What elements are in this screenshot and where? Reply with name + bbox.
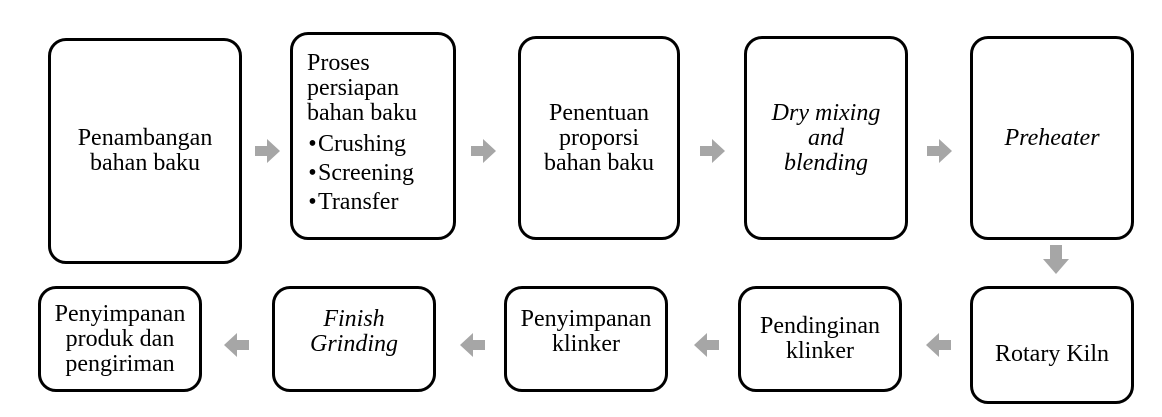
step-label: Finish Grinding xyxy=(309,306,398,357)
arrow-left-2 xyxy=(694,333,719,357)
step-preheater: Preheater xyxy=(970,36,1134,240)
arrow-down xyxy=(1043,245,1069,274)
step-label: Preheater xyxy=(1004,124,1100,151)
step-label: Penentuan proporsi bahan baku xyxy=(544,99,654,176)
step-penentuan-proporsi: Penentuan proporsi bahan baku xyxy=(518,36,680,240)
step-rotary-kiln: Rotary Kiln xyxy=(970,286,1134,404)
bullet-item: •Crushing xyxy=(308,131,407,157)
step-penyimpanan-klinker: Penyimpanan klinker xyxy=(504,286,668,392)
arrow-right-1 xyxy=(255,139,280,163)
step-finish-grinding: Finish Grinding xyxy=(272,286,436,392)
arrow-left-1 xyxy=(926,333,951,357)
arrow-right-3 xyxy=(700,139,725,163)
step-penambangan-bahan-baku: Penambangan bahan baku xyxy=(48,38,242,264)
step-label: Penambangan bahan baku xyxy=(77,125,213,176)
step-proses-persiapan-bahan-baku: Proses persiapan bahan baku •Crushing •S… xyxy=(290,32,456,240)
step-label: Dry mixing and blending xyxy=(771,99,881,176)
bullet-item: •Transfer xyxy=(308,189,399,215)
arrow-left-3 xyxy=(460,333,485,357)
step-pendinginan-klinker: Pendinginan klinker xyxy=(738,286,902,392)
arrow-right-4 xyxy=(927,139,952,163)
bullet-item: •Screening xyxy=(308,160,414,186)
step-label: Proses persiapan bahan baku xyxy=(307,50,417,126)
step-label: Pendinginan klinker xyxy=(760,313,880,364)
step-penyimpanan-produk: Penyimpanan produk dan pengiriman xyxy=(38,286,202,392)
arrow-left-4 xyxy=(224,333,249,357)
step-bullet-list: •Crushing •Screening •Transfer xyxy=(307,130,414,217)
step-dry-mixing: Dry mixing and blending xyxy=(744,36,908,240)
step-label: Penyimpanan klinker xyxy=(520,306,652,357)
step-label: Penyimpanan produk dan pengiriman xyxy=(54,300,186,377)
step-label: Rotary Kiln xyxy=(995,340,1109,367)
arrow-right-2 xyxy=(471,139,496,163)
